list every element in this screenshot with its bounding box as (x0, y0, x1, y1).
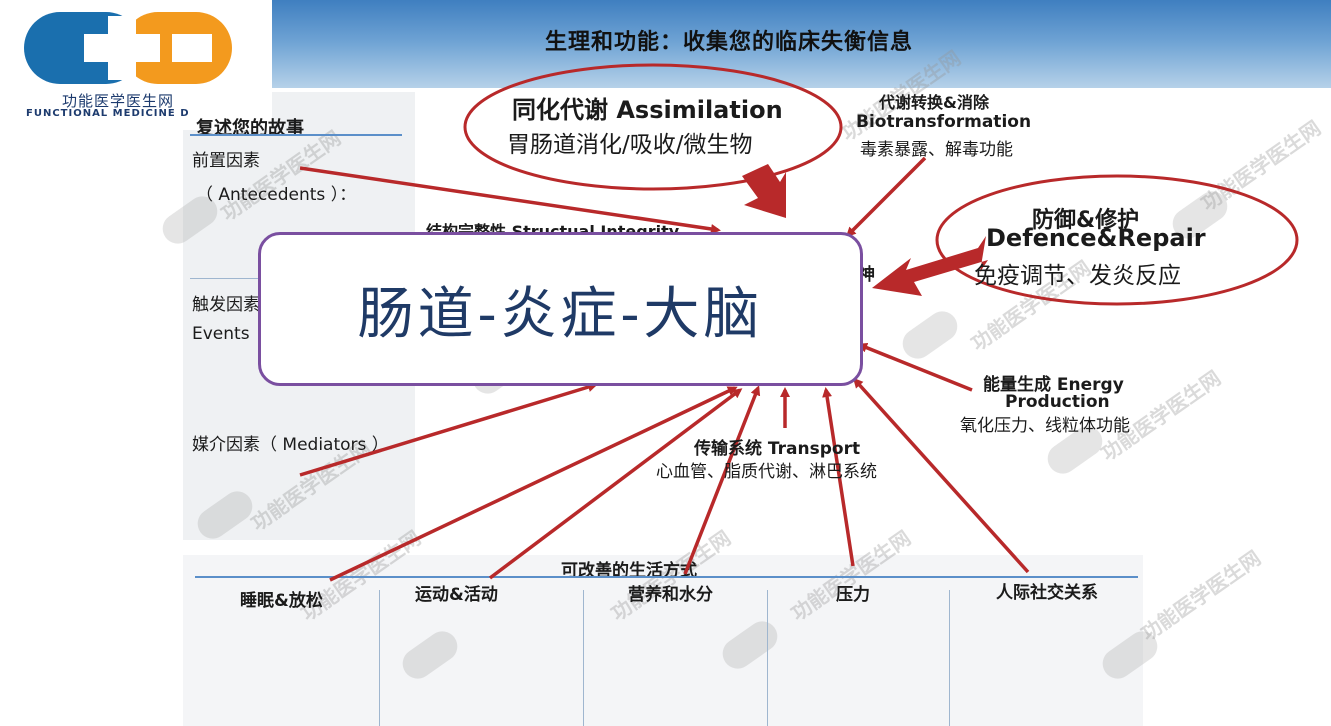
arrow-exercise (488, 388, 743, 580)
mediators-label: 媒介因素（ Mediators ） (192, 435, 389, 455)
central-topic-label: 肠道-炎症-大脑 (357, 281, 764, 347)
logo-english-text: FUNCTIONAL MEDICINE D (26, 108, 190, 119)
lifestyle-divider (949, 590, 950, 726)
arrow-defence-thick (872, 236, 988, 296)
antecedents-english: （ Antecedents ）： (196, 185, 357, 205)
logo: 功能医学医生网 FUNCTIONAL MEDICINE D (0, 0, 272, 130)
page-title: 生理和功能：收集您的临床失衡信息 (545, 30, 914, 55)
biotransformation-subtitle: 毒素暴露、解毒功能 (860, 140, 1013, 160)
arrow-sleep (329, 386, 738, 582)
assimilation-subtitle: 胃肠道消化/吸收/微生物 (507, 132, 753, 158)
defence-oval (935, 174, 1299, 306)
arrow-relationships (852, 377, 1030, 574)
arrow-nutrition (683, 385, 761, 575)
logo-mark-icon (24, 12, 232, 84)
lifestyle-item-stress: 压力 (836, 585, 870, 605)
story-heading: 复述您的故事 (196, 118, 304, 139)
transport-title: 传输系统 Transport (694, 439, 861, 459)
central-topic-box: 肠道-炎症-大脑 (258, 232, 863, 386)
arrow-energy (857, 342, 973, 392)
defence-title: 防御&修护 (1032, 208, 1140, 233)
story-divider (190, 278, 270, 279)
logo-chinese-text: 功能医学医生网 (62, 92, 175, 110)
triggers-english: Events (192, 324, 250, 344)
biotransformation-english: Biotransformation (856, 112, 1032, 132)
energy-title: 能量生成 Energy (983, 375, 1124, 395)
lifestyle-divider (379, 590, 380, 726)
lifestyle-rule (195, 576, 1138, 578)
energy-english: Production (1005, 392, 1110, 412)
arrow-biotransformation (845, 156, 927, 238)
arrow-mediators (299, 382, 598, 477)
story-heading-rule (190, 134, 402, 136)
lifestyle-divider (767, 590, 768, 726)
arrow-stress (822, 387, 855, 567)
lifestyle-item-nutrition: 营养和水分 (628, 585, 713, 605)
transport-subtitle: 心血管、脂质代谢、淋巴系统 (656, 462, 877, 482)
antecedents-label: 前置因素 (192, 151, 260, 171)
arrow-antecedents (299, 166, 721, 234)
lifestyle-item-exercise: 运动&活动 (415, 585, 498, 605)
defence-english: Defence&Repair (986, 224, 1206, 252)
lifestyle-panel (183, 555, 1143, 726)
biotransformation-title: 代谢转换&消除 (879, 93, 989, 112)
triggers-label: 触发因素 (192, 295, 260, 315)
defence-subtitle: 免疫调节、发炎反应 (974, 263, 1181, 289)
lifestyle-divider (583, 590, 584, 726)
assimilation-title: 同化代谢 Assimilation (512, 96, 783, 124)
assimilation-oval (463, 63, 843, 191)
lifestyle-item-sleep: 睡眠&放松 (240, 591, 323, 611)
lifestyle-item-relationships: 人际社交关系 (996, 583, 1098, 603)
energy-subtitle: 氧化压力、线粒体功能 (960, 416, 1130, 436)
arrow-assimilation-thick (742, 164, 786, 218)
